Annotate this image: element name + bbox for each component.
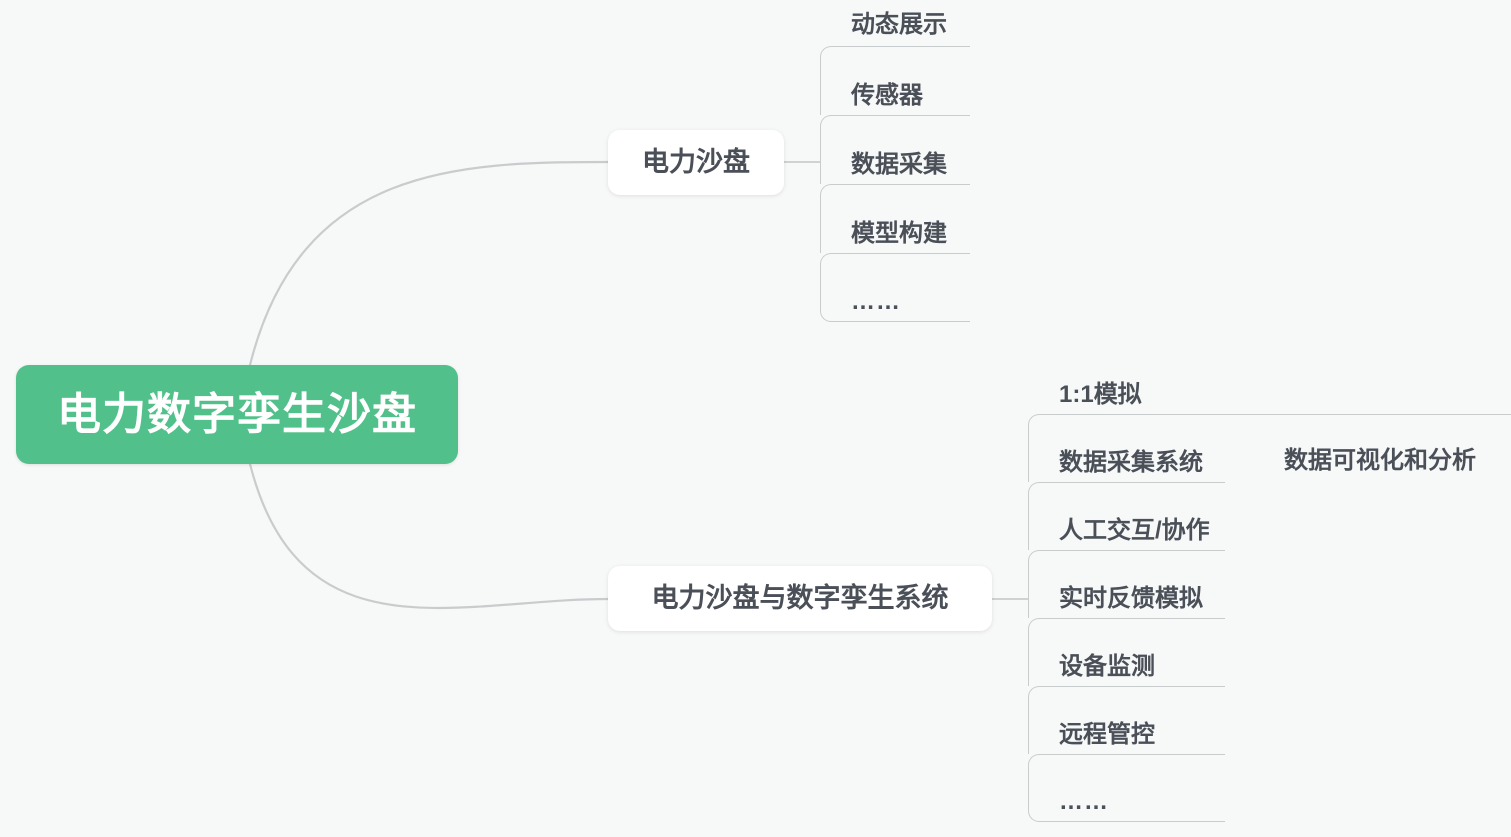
leaf-item[interactable]: 数据采集系统: [1028, 414, 1511, 482]
leaf-item-label: 设备监测: [1059, 653, 1155, 680]
branch-node-label: 电力沙盘与数字孪生系统: [651, 583, 949, 613]
leaf-item-label: ……: [1059, 788, 1109, 815]
leaf-item-label: 远程管控: [1059, 721, 1155, 748]
branch-node-power-sandbox[interactable]: 电力沙盘: [608, 130, 784, 195]
leaf-item[interactable]: 传感器: [820, 46, 970, 115]
leaf-item[interactable]: 数据采集: [820, 115, 970, 184]
leaf-item-label: 实时反馈模拟: [1059, 585, 1203, 612]
root-node-label: 电力数字孪生沙盘: [57, 389, 417, 439]
leaf-item[interactable]: ……: [1028, 754, 1225, 822]
branch-node-power-sandbox-digital-twin-system[interactable]: 电力沙盘与数字孪生系统: [608, 566, 992, 631]
leaf-item[interactable]: 远程管控: [1028, 686, 1225, 754]
leaf-item-label: 数据采集系统: [1059, 449, 1203, 476]
leaf-item[interactable]: 模型构建: [820, 184, 970, 253]
leaf-item[interactable]: ……: [820, 253, 970, 322]
leaf-item-label: 传感器: [851, 82, 923, 109]
leaf-item-label: 数据采集: [851, 151, 947, 178]
leaf-group-power-sandbox: 传感器 数据采集 模型构建 ……: [820, 46, 970, 322]
leaf-item[interactable]: 设备监测: [1028, 618, 1225, 686]
leaf-item-label: 模型构建: [851, 220, 947, 247]
leaf-item-label: ……: [851, 288, 901, 315]
root-node[interactable]: 电力数字孪生沙盘: [16, 365, 458, 464]
leaf-item-label-head[interactable]: 1:1模拟: [1059, 381, 1142, 408]
sub-leaf-item-label-data-visualization[interactable]: 数据可视化和分析: [1284, 447, 1476, 474]
leaf-group-digital-twin-system: 数据采集系统 人工交互/协作 实时反馈模拟 设备监测 远程管控 ……: [1028, 414, 1511, 822]
leaf-item-label: 人工交互/协作: [1059, 517, 1210, 544]
leaf-item[interactable]: 人工交互/协作: [1028, 482, 1225, 550]
leaf-item[interactable]: 实时反馈模拟: [1028, 550, 1225, 618]
connector-root-to-branch-1: [248, 462, 610, 610]
leaf-item-label-head[interactable]: 动态展示: [851, 11, 947, 38]
branch-node-label: 电力沙盘: [642, 147, 750, 177]
connector-root-to-branch-0: [248, 160, 610, 367]
